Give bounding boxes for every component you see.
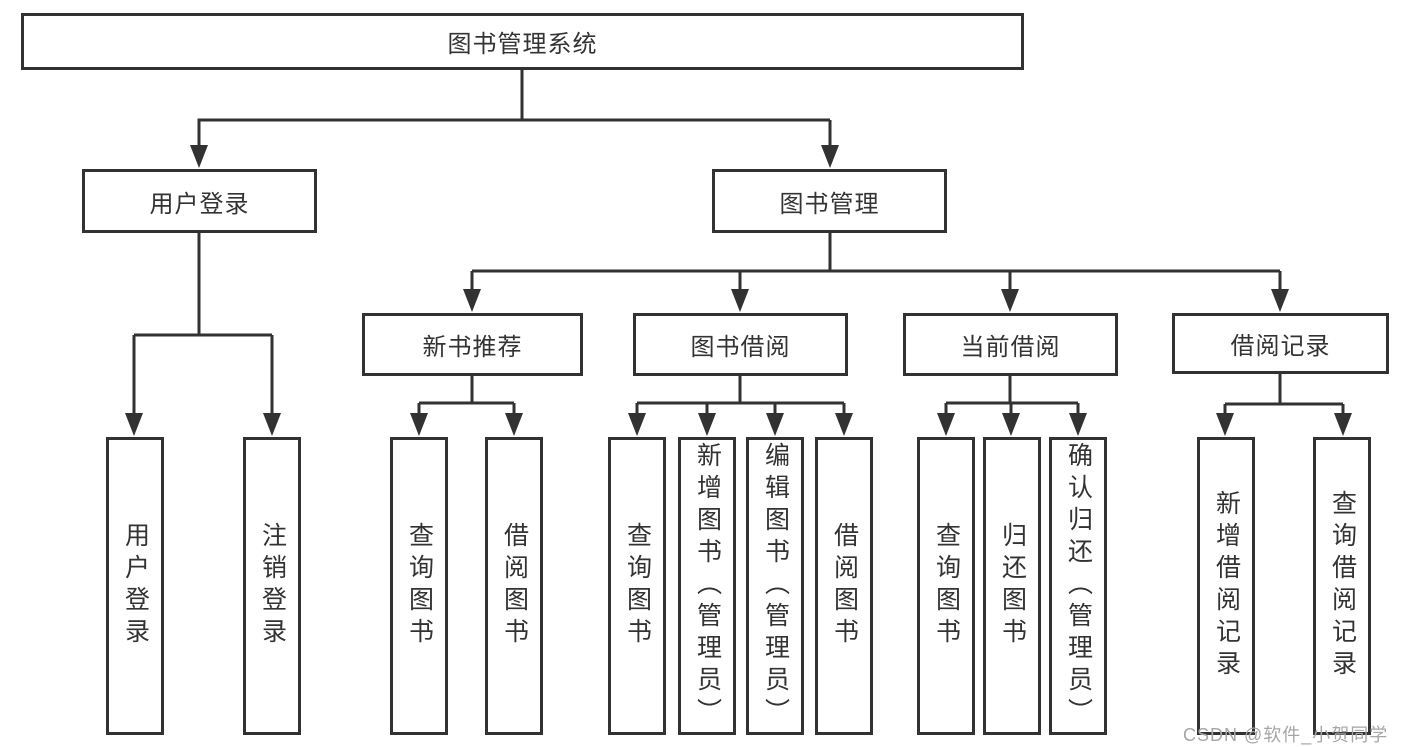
leaf-query-books-current-label: 查询图书 [932,522,961,650]
leaf-logout-login-label: 注销登录 [258,522,287,650]
arrow-down-icon [1069,413,1087,436]
node-book-management: 图书管理 [712,169,947,233]
leaf-confirm-return-admin: 确认归还（管理员） [1049,437,1107,735]
arrow-down-icon [190,145,208,168]
node-new-book-recommend-label: 新书推荐 [422,334,523,361]
arrow-down-icon [1216,413,1234,436]
leaf-add-books-admin: 新增图书（管理员） [678,437,736,735]
arrow-down-icon [1002,413,1020,436]
node-borrowing-records: 借阅记录 [1172,313,1389,374]
arrow-down-icon [1334,413,1352,436]
leaf-borrow-books-borrowing-label: 借阅图书 [830,522,859,650]
node-current-borrowing-label: 当前借阅 [960,334,1061,361]
node-root-label: 图书管理系统 [447,31,598,58]
leaf-return-books: 归还图书 [983,437,1041,735]
leaf-query-books-recommend: 查询图书 [390,437,448,735]
arrow-down-icon [698,413,716,436]
leaf-logout-login: 注销登录 [243,437,301,735]
leaf-query-books-current: 查询图书 [917,437,975,735]
arrow-down-icon [937,413,955,436]
leaf-borrow-books-recommend-label: 借阅图书 [500,522,529,650]
leaf-confirm-return-admin-label: 确认归还（管理员） [1064,442,1093,730]
leaf-query-borrow-record-label: 查询借阅记录 [1328,490,1357,682]
arrow-down-icon [1271,289,1289,312]
leaf-edit-books-admin-label: 编辑图书（管理员） [761,442,790,730]
arrow-down-icon [125,413,143,436]
leaf-borrow-books-borrowing: 借阅图书 [815,437,873,735]
leaf-add-books-admin-label: 新增图书（管理员） [693,442,722,730]
leaf-user-login: 用户登录 [106,437,164,735]
node-book-borrowing: 图书借阅 [633,313,848,376]
arrow-down-icon [628,413,646,436]
leaf-add-borrow-record: 新增借阅记录 [1197,437,1255,735]
node-borrowing-records-label: 借阅记录 [1230,333,1331,360]
arrow-down-icon [766,413,784,436]
node-user-login: 用户登录 [82,169,317,233]
leaf-user-login-label: 用户登录 [121,522,150,650]
node-root: 图书管理系统 [21,13,1024,70]
leaf-query-books-borrowing: 查询图书 [608,437,666,735]
arrow-down-icon [731,289,749,312]
leaf-return-books-label: 归还图书 [998,522,1027,650]
node-book-borrowing-label: 图书借阅 [690,334,791,361]
leaf-borrow-books-recommend: 借阅图书 [485,437,543,735]
arrow-down-icon [263,413,281,436]
arrow-down-icon [463,289,481,312]
node-user-login-label: 用户登录 [149,190,250,218]
node-new-book-recommend: 新书推荐 [362,313,583,376]
node-current-borrowing: 当前借阅 [903,313,1118,376]
leaf-query-books-recommend-label: 查询图书 [405,522,434,650]
arrow-down-icon [1001,289,1019,312]
arrow-down-icon [410,413,428,436]
arrow-down-icon [835,413,853,436]
node-book-management-label: 图书管理 [779,190,880,218]
watermark: CSDN @软件_小贺同学 [1183,725,1389,745]
leaf-edit-books-admin: 编辑图书（管理员） [746,437,804,735]
leaf-query-books-borrowing-label: 查询图书 [623,522,652,650]
arrow-down-icon [505,413,523,436]
leaf-add-borrow-record-label: 新增借阅记录 [1212,490,1241,682]
leaf-query-borrow-record: 查询借阅记录 [1313,437,1371,735]
arrow-down-icon [821,145,839,168]
